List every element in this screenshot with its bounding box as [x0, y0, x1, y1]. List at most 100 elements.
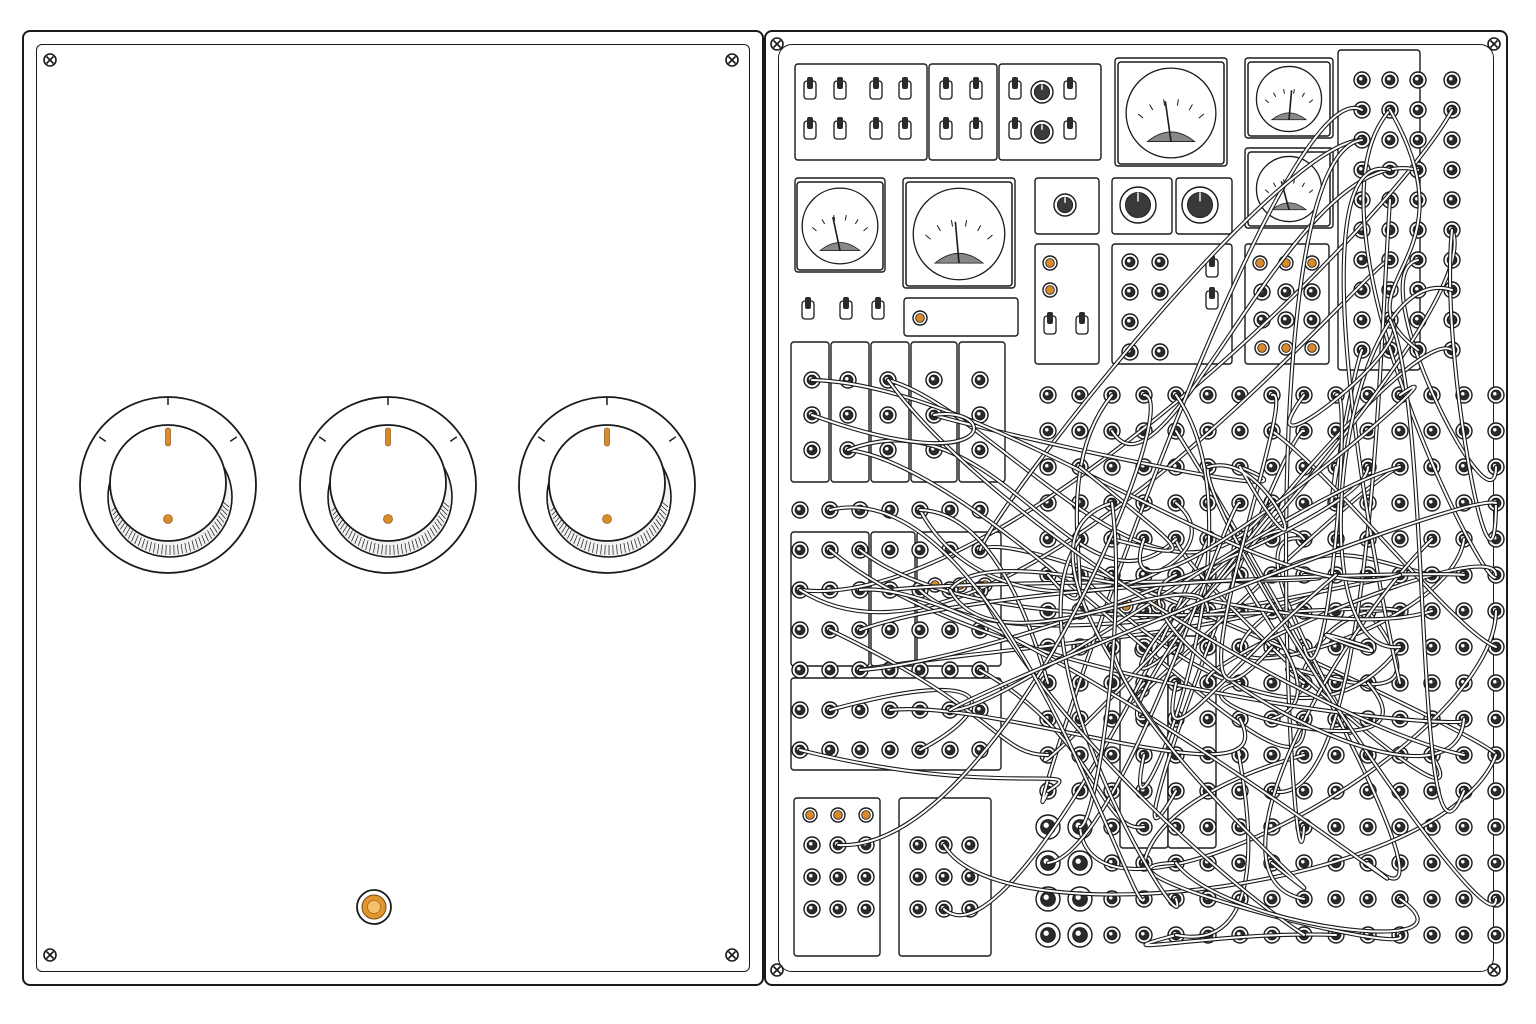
patch-jack[interactable] — [1391, 422, 1409, 440]
patch-jack[interactable] — [971, 371, 989, 389]
patch-jack[interactable] — [791, 661, 809, 679]
patch-jack[interactable] — [941, 741, 959, 759]
patch-jack[interactable] — [1423, 422, 1441, 440]
patch-jack[interactable] — [803, 868, 821, 886]
amber-jack[interactable] — [1254, 340, 1270, 356]
toggle-switch[interactable] — [1008, 117, 1022, 140]
patch-jack[interactable] — [1035, 922, 1061, 948]
patch-jack[interactable] — [1039, 458, 1057, 476]
toggle-switch[interactable] — [898, 117, 912, 140]
patch-jack[interactable] — [1263, 458, 1281, 476]
patch-jack[interactable] — [879, 406, 897, 424]
toggle-switch[interactable] — [803, 77, 817, 100]
patch-jack[interactable] — [1423, 854, 1441, 872]
patch-jack[interactable] — [935, 868, 953, 886]
patch-jack[interactable] — [925, 371, 943, 389]
patch-jack[interactable] — [803, 836, 821, 854]
patch-jack[interactable] — [1071, 422, 1089, 440]
patch-jack[interactable] — [1455, 854, 1473, 872]
toggle-switch[interactable] — [939, 77, 953, 100]
patch-jack[interactable] — [1423, 638, 1441, 656]
patch-jack[interactable] — [971, 441, 989, 459]
patch-jack[interactable] — [1455, 602, 1473, 620]
knob-1[interactable] — [79, 0, 257, 574]
patch-jack[interactable] — [1487, 926, 1505, 944]
patch-jack[interactable] — [1277, 311, 1295, 329]
patch-jack[interactable] — [909, 836, 927, 854]
small-knob[interactable] — [1053, 193, 1077, 217]
amber-jack[interactable] — [1304, 340, 1320, 356]
toggle-switch[interactable] — [803, 117, 817, 140]
toggle-switch[interactable] — [869, 77, 883, 100]
patch-jack[interactable] — [1199, 710, 1217, 728]
patch-jack[interactable] — [881, 741, 899, 759]
patch-jack[interactable] — [909, 868, 927, 886]
toggle-switch[interactable] — [1205, 287, 1219, 310]
patch-jack[interactable] — [1121, 283, 1139, 301]
patch-jack[interactable] — [1277, 283, 1295, 301]
patch-jack[interactable] — [1455, 638, 1473, 656]
patch-jack[interactable] — [1353, 311, 1371, 329]
small-knob[interactable] — [1119, 186, 1157, 224]
patch-jack[interactable] — [1199, 818, 1217, 836]
patch-jack[interactable] — [1067, 922, 1093, 948]
patch-jack[interactable] — [941, 621, 959, 639]
patch-jack[interactable] — [1359, 890, 1377, 908]
patch-jack[interactable] — [829, 868, 847, 886]
patch-jack[interactable] — [1455, 818, 1473, 836]
patch-jack[interactable] — [857, 868, 875, 886]
small-knob[interactable] — [1181, 186, 1219, 224]
amber-jack[interactable] — [1304, 255, 1320, 271]
patch-jack[interactable] — [1423, 926, 1441, 944]
patch-jack[interactable] — [1455, 926, 1473, 944]
patch-jack[interactable] — [1071, 386, 1089, 404]
patch-jack[interactable] — [911, 541, 929, 559]
patch-jack[interactable] — [1121, 313, 1139, 331]
patch-jack[interactable] — [1327, 818, 1345, 836]
patch-jack[interactable] — [791, 501, 809, 519]
patch-jack[interactable] — [1487, 854, 1505, 872]
patch-jack[interactable] — [1391, 494, 1409, 512]
knob-3[interactable] — [518, 0, 696, 574]
patch-jack[interactable] — [1263, 746, 1281, 764]
patch-jack[interactable] — [1103, 746, 1121, 764]
amber-jack[interactable] — [1042, 282, 1058, 298]
patch-jack[interactable] — [1231, 422, 1249, 440]
toggle-switch[interactable] — [833, 77, 847, 100]
patch-jack[interactable] — [1039, 422, 1057, 440]
patch-jack[interactable] — [1423, 890, 1441, 908]
amber-jack[interactable] — [1278, 340, 1294, 356]
patch-jack[interactable] — [1443, 131, 1461, 149]
patch-jack[interactable] — [1151, 283, 1169, 301]
patch-jack[interactable] — [1487, 422, 1505, 440]
patch-jack[interactable] — [851, 741, 869, 759]
patch-jack[interactable] — [1423, 494, 1441, 512]
patch-jack[interactable] — [1487, 386, 1505, 404]
toggle-switch[interactable] — [969, 77, 983, 100]
patch-jack[interactable] — [1359, 818, 1377, 836]
toggle-switch[interactable] — [839, 297, 853, 320]
amber-jack[interactable] — [858, 807, 874, 823]
patch-jack[interactable] — [1409, 71, 1427, 89]
patch-jack[interactable] — [1151, 343, 1169, 361]
toggle-switch[interactable] — [1063, 117, 1077, 140]
patch-jack[interactable] — [881, 541, 899, 559]
patch-jack[interactable] — [911, 621, 929, 639]
amber-jack[interactable] — [1042, 255, 1058, 271]
patch-jack[interactable] — [1487, 782, 1505, 800]
patch-jack[interactable] — [1409, 101, 1427, 119]
toggle-switch[interactable] — [969, 117, 983, 140]
patch-jack[interactable] — [1103, 458, 1121, 476]
patch-jack[interactable] — [1327, 890, 1345, 908]
patch-jack[interactable] — [909, 900, 927, 918]
amber-jack[interactable] — [802, 807, 818, 823]
patch-jack[interactable] — [941, 661, 959, 679]
patch-jack[interactable] — [803, 900, 821, 918]
patch-jack[interactable] — [1067, 850, 1093, 876]
patch-jack[interactable] — [1263, 890, 1281, 908]
patch-jack[interactable] — [879, 441, 897, 459]
toggle-switch[interactable] — [871, 297, 885, 320]
toggle-switch[interactable] — [1008, 77, 1022, 100]
patch-jack[interactable] — [1295, 782, 1313, 800]
toggle-switch[interactable] — [833, 117, 847, 140]
